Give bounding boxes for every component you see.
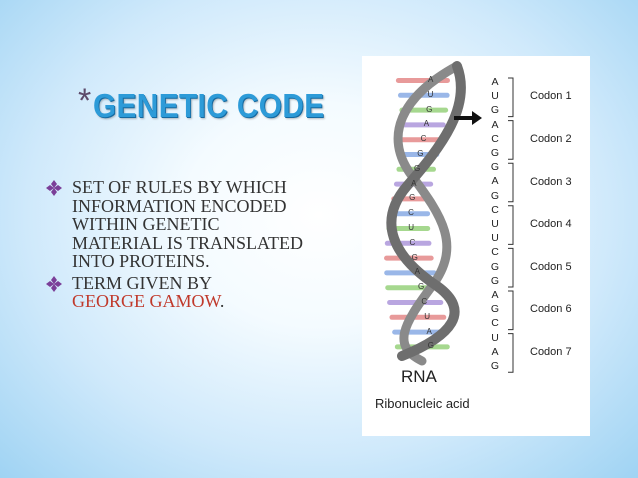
sequence-letter: U bbox=[491, 90, 499, 103]
helix-strand-back bbox=[393, 61, 462, 366]
bullet-text-suffix: . bbox=[219, 291, 225, 311]
base-letter: G bbox=[427, 341, 434, 351]
base-letter: G bbox=[411, 252, 418, 262]
base-letter: U bbox=[408, 223, 414, 232]
bullet-text-prefix: TERM GIVEN BY bbox=[72, 272, 212, 293]
sequence-letter: U bbox=[491, 218, 499, 230]
base-letter: C bbox=[420, 134, 427, 144]
sequence-letter: C bbox=[491, 246, 499, 259]
base-letter: A bbox=[423, 119, 430, 129]
base-letter: G bbox=[417, 282, 425, 292]
sequence-letter: G bbox=[490, 104, 500, 117]
base-pair-rung bbox=[399, 122, 446, 128]
base-pair-rung bbox=[399, 137, 443, 143]
codon-brackets bbox=[508, 77, 514, 373]
bullet-item-gamow: TERM GIVEN BY GEORGE GAMOW. bbox=[46, 272, 306, 311]
codon-bracket bbox=[508, 205, 514, 245]
codon-label: Codon 1 bbox=[530, 90, 572, 103]
codon-bracket bbox=[508, 120, 514, 160]
base-letter: U bbox=[427, 89, 434, 99]
sequence-letter: G bbox=[490, 260, 500, 273]
arrow-right-icon bbox=[454, 111, 482, 125]
base-letter: A bbox=[427, 75, 434, 84]
codon-label: Codon 5 bbox=[530, 260, 572, 273]
bullet-text-definition: SET OF RULES BY WHICH INFORMATION ENCODE… bbox=[72, 177, 304, 271]
codon-bracket bbox=[508, 290, 514, 331]
base-pair-rung bbox=[389, 314, 447, 320]
rna-helix-diagram bbox=[384, 61, 514, 373]
base-letter: U bbox=[424, 311, 431, 321]
codon-bracket bbox=[508, 333, 514, 373]
base-pair-rung bbox=[386, 226, 431, 231]
sequence-letter: G bbox=[490, 161, 500, 174]
base-letter: C bbox=[409, 237, 416, 247]
sequence-letter: U bbox=[491, 331, 499, 344]
sequence-letter: C bbox=[491, 132, 499, 145]
sequence-letter: G bbox=[490, 360, 500, 372]
base-letter: A bbox=[426, 326, 432, 336]
codon-label: Codon 7 bbox=[530, 345, 572, 358]
codon-bracket bbox=[508, 77, 514, 118]
base-letter: C bbox=[408, 208, 414, 218]
sequence-letter: A bbox=[491, 175, 499, 188]
base-letter: G bbox=[417, 149, 424, 158]
sequence-letter: G bbox=[490, 147, 500, 159]
sequence-letter: U bbox=[491, 232, 499, 245]
bullet-list: SET OF RULES BY WHICH INFORMATION ENCODE… bbox=[46, 178, 306, 314]
sequence-letter: G bbox=[490, 303, 500, 316]
base-letter: C bbox=[421, 297, 428, 306]
sequence-letter: A bbox=[491, 76, 499, 88]
bullet-item-definition: SET OF RULES BY WHICH INFORMATION ENCODE… bbox=[46, 178, 306, 271]
slide-title-group: * GENETIC CODE bbox=[78, 82, 350, 126]
sequence-letter: A bbox=[491, 118, 499, 131]
base-letter: A bbox=[414, 267, 420, 277]
sequence-letter: A bbox=[491, 289, 499, 301]
codon-label: Codon 4 bbox=[530, 218, 572, 231]
diamond-bullet-icon bbox=[46, 275, 62, 292]
scientist-name: GEORGE GAMOW bbox=[72, 291, 220, 311]
codon-label: Codon 2 bbox=[530, 132, 572, 145]
slide-title: GENETIC CODE bbox=[93, 87, 325, 124]
base-pair-rung bbox=[388, 211, 431, 217]
codon-bracket bbox=[508, 162, 514, 203]
sequence-letter: A bbox=[491, 345, 499, 358]
diamond-bullet-icon bbox=[46, 180, 62, 196]
helix-strand-front bbox=[386, 61, 466, 361]
sequence-letter: G bbox=[490, 189, 500, 202]
rna-label: RNA bbox=[401, 367, 437, 386]
sequence-letter: C bbox=[491, 317, 499, 330]
sequence-letter: G bbox=[490, 274, 500, 287]
base-letter: A bbox=[411, 178, 417, 188]
base-letter: G bbox=[426, 104, 433, 114]
rna-sublabel: Ribonucleic acid bbox=[375, 396, 470, 411]
base-letter: G bbox=[409, 193, 416, 203]
base-letter: G bbox=[414, 163, 421, 173]
codon-bracket bbox=[508, 247, 514, 288]
sequence-letter: C bbox=[491, 203, 499, 216]
title-asterisk: * bbox=[78, 82, 92, 120]
codon-label: Codon 6 bbox=[530, 303, 572, 316]
codon-label: Codon 3 bbox=[530, 175, 572, 188]
